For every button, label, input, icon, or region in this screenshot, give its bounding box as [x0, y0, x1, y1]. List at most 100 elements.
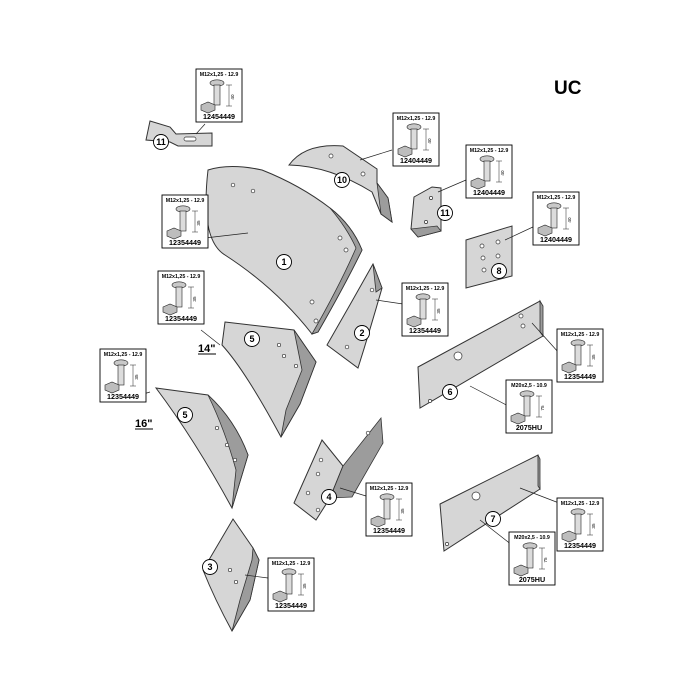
bolt-spec: M12x1,25 - 12.9	[272, 561, 311, 567]
bolt-icon	[200, 79, 225, 114]
part-4: 4	[293, 416, 384, 521]
bolt-length: 35	[591, 354, 596, 360]
bolt-length: 35	[192, 296, 197, 302]
bolt-code: 12354449	[169, 238, 201, 247]
callout-circle	[202, 559, 218, 575]
bolt-code: 2075HU	[519, 575, 545, 584]
bolt-icon	[470, 155, 495, 190]
bolt-spec: M12x1,25 - 12.9	[561, 501, 600, 507]
callout-circle	[334, 172, 350, 188]
part-8: 8	[465, 225, 536, 289]
callout-circle	[153, 134, 169, 150]
part-6: 6	[417, 299, 560, 410]
bolt-code: 12404449	[473, 188, 505, 197]
bolt-code: 12354449	[409, 326, 441, 335]
bolt-length: 35	[436, 308, 441, 314]
bolt-length: 75	[540, 405, 545, 411]
bolt-box-b8: M12x1,25 - 12.9 40 12404449	[532, 191, 580, 246]
part-number: 10	[337, 175, 347, 185]
part-5-16in: 5 16"	[129, 387, 249, 510]
part-number: 3	[207, 562, 212, 572]
diagram-title: UC	[554, 78, 582, 99]
bolt-spec: M12x1,25 - 12.9	[537, 195, 576, 201]
part-5-14in: 5 14"	[198, 321, 317, 439]
bolt-icon	[166, 205, 191, 240]
bolt-spec: M12x1,25 - 12.9	[104, 352, 143, 358]
bolt-icon	[561, 339, 586, 374]
callout-circle	[485, 511, 501, 527]
part-number: 8	[496, 266, 501, 276]
part-number: 11	[440, 208, 450, 218]
bolt-icon	[397, 123, 422, 158]
bolt-spec: M12x1,25 - 12.9	[397, 116, 436, 122]
part-number: 2	[359, 328, 364, 338]
bolt-box-b5a: M12x1,25 - 12.9 35 12354449	[157, 270, 205, 325]
bolt-spec: M20x2,5 - 10.9	[514, 535, 550, 541]
bolt-box-b6: M12x1,25 - 12.9 35 12354449	[556, 328, 604, 383]
bolt-code: 2075HU	[516, 423, 542, 432]
bolt-code: 12404449	[400, 156, 432, 165]
bolt-box-b11: M12x1,25 - 12.9 40 12404449	[465, 144, 513, 199]
bolt-spec: M12x1,25 - 12.9	[166, 198, 205, 204]
bolt-code: 12454449	[203, 112, 235, 121]
bolt-icon	[537, 202, 562, 237]
bolt-icon	[561, 508, 586, 543]
bolt-length: 35	[400, 508, 405, 514]
size-label: 14"	[198, 343, 215, 355]
bolt-length: 40	[427, 138, 432, 144]
bolt-box-b2: M12x1,25 - 12.9 35 12354449	[401, 282, 449, 337]
part-10: 11	[145, 120, 213, 150]
callout-circle	[244, 331, 260, 347]
part-number: 5	[249, 334, 254, 344]
bolt-box-b5b: M12x1,25 - 12.9 35 12354449	[99, 348, 147, 403]
bolt-box-frame	[465, 144, 513, 199]
callout-circle	[437, 205, 453, 221]
part-1: 1	[204, 166, 363, 335]
bolt-code: 12404449	[540, 235, 572, 244]
bolt-spec: M12x1,25 - 12.9	[370, 486, 409, 492]
bolt-length: 35	[134, 374, 139, 380]
part-number: 5	[182, 410, 187, 420]
bolt-length: 40	[500, 170, 505, 176]
bolt-spec: M12x1,25 - 12.9	[162, 274, 201, 280]
bolt-length: 40	[230, 94, 235, 100]
callout-circle	[321, 489, 337, 505]
bolt-icon	[406, 293, 431, 328]
bolt-length: 35	[591, 523, 596, 529]
part-number: 4	[326, 492, 331, 502]
bolt-icon	[513, 542, 538, 577]
callout-circle	[491, 263, 507, 279]
bolt-spec: M12x1,25 - 12.9	[561, 332, 600, 338]
bolt-code: 12354449	[107, 392, 139, 401]
part-number: 6	[447, 387, 452, 397]
bolt-icon	[510, 390, 535, 425]
bolt-box-b7: M12x1,25 - 12.9 35 12354449	[556, 497, 604, 552]
bolt-spec: M12x1,25 - 12.9	[200, 72, 239, 78]
part-9: 10	[288, 145, 393, 224]
bolt-code: 12354449	[564, 372, 596, 381]
bolt-box-b6h: M20x2,5 - 10.9 75 2075HU	[505, 379, 553, 434]
bolt-icon	[104, 359, 129, 394]
callout-circle	[276, 254, 292, 270]
part-3: 3	[202, 518, 269, 633]
callout-circle	[442, 384, 458, 400]
bolt-icon	[272, 568, 297, 603]
bolt-icon	[162, 281, 187, 316]
bolt-spec: M12x1,25 - 12.9	[406, 286, 445, 292]
bolt-box-b9: M12x1,25 - 12.9 40 12404449	[392, 112, 440, 167]
bolt-code: 12354449	[564, 541, 596, 550]
bolt-length: 40	[567, 217, 572, 223]
bolt-length: 35	[302, 583, 307, 589]
bolt-spec: M20x2,5 - 10.9	[511, 383, 547, 389]
part-2: 2	[326, 262, 404, 369]
bolt-icon	[370, 493, 395, 528]
bolt-code: 12354449	[165, 314, 197, 323]
part-7: 7	[439, 454, 560, 552]
callout-circle	[177, 407, 193, 423]
bolt-box-b10: M12x1,25 - 12.9 40 12454449	[195, 68, 243, 123]
bolt-spec: M12x1,25 - 12.9	[470, 148, 509, 154]
